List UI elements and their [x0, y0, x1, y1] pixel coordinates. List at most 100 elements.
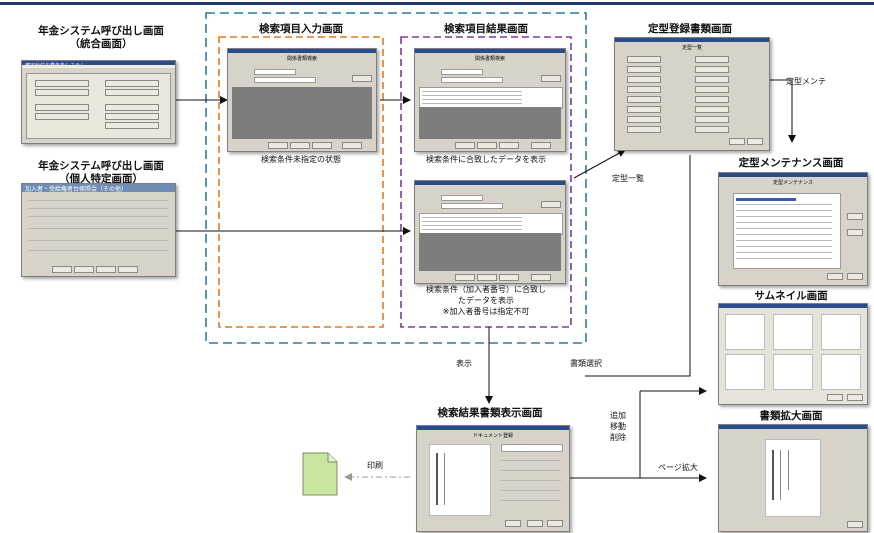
list-row: [736, 234, 832, 235]
result-row: [422, 99, 522, 100]
screen-button: [74, 266, 94, 273]
search-result-shot-2: [414, 180, 566, 284]
screen-button: [499, 142, 519, 149]
menu-button: [35, 113, 89, 120]
search-input-title: 検索項目入力画面: [259, 23, 343, 35]
screen-button: [747, 138, 763, 145]
title-bar: [22, 184, 175, 192]
screen-button: [847, 521, 863, 528]
page-text-line: [788, 450, 789, 490]
individual-title-line1: 年金システム呼び出し画面: [38, 160, 164, 172]
screen-button: [455, 142, 475, 149]
screen-button: [827, 273, 843, 280]
maint-header: 定型メンテナンス: [773, 180, 813, 186]
label-add: 追加: [610, 411, 626, 420]
search-field: [254, 77, 316, 83]
arrow-doc-select: [585, 155, 691, 377]
label-delete: 削除: [610, 433, 626, 442]
template-register-title: 定型登録書類画面: [648, 23, 732, 35]
thumbnail-title: サムネイル画面: [754, 290, 828, 302]
doc-zoom-title: 書類拡大画面: [759, 410, 823, 422]
label-page-zoom: ページ拡大: [658, 463, 698, 472]
arrow-template-to-maint: [768, 79, 796, 143]
field-row: [28, 200, 168, 201]
search-input-shot: 関係書類検索: [227, 48, 377, 152]
printed-document-icon: [302, 452, 338, 496]
search-field: [441, 69, 483, 75]
title-bar: [719, 173, 867, 177]
menu-button: [35, 104, 89, 111]
side-button: [847, 229, 863, 236]
search-result-frame: [400, 36, 572, 328]
menu-button: [35, 89, 89, 96]
template-button: [627, 76, 661, 83]
template-button: [627, 96, 661, 103]
result-row: [422, 217, 522, 218]
individual-screen-title: 年金システム呼び出し画面 （個人特定画面）: [28, 160, 174, 186]
label-move: 移動: [610, 422, 626, 431]
caption-matched: 検索条件に合致したデータを表示: [426, 155, 546, 164]
info-row: [501, 480, 561, 481]
template-button: [695, 116, 729, 123]
results-area: [419, 107, 561, 139]
zoomed-page: [765, 439, 821, 517]
thumbnail-page: [821, 314, 861, 350]
info-row: [501, 490, 561, 491]
integrated-screen-shot: 確定給付企業年金システム: [21, 60, 176, 144]
list-row: [736, 216, 832, 217]
field-row: [28, 228, 168, 229]
screen-button: [847, 273, 863, 280]
arrow-result-to-template: [573, 149, 626, 179]
info-row: [501, 460, 561, 461]
screen-button: [455, 274, 475, 281]
page-text-line: [772, 450, 774, 500]
search-button: [541, 75, 561, 82]
list-row: [736, 258, 832, 259]
template-button: [627, 66, 661, 73]
menu-panel: [26, 73, 171, 139]
list-row: [736, 252, 832, 253]
thumbnail-shot: [718, 303, 868, 405]
caption-unspecified: 検索条件未指定の状態: [261, 155, 341, 164]
template-button: [627, 86, 661, 93]
screen-button: [527, 520, 543, 527]
template-button: [627, 106, 661, 113]
search-result-shot-1: 関係書類検索: [414, 48, 566, 152]
page-text-line: [780, 450, 781, 500]
label-display: 表示: [456, 359, 472, 368]
template-maint-title: 定型メンテナンス画面: [738, 157, 844, 169]
result-row: [422, 95, 522, 96]
screen-button: [531, 274, 551, 281]
page-text-line: [436, 453, 438, 505]
search-group-frame: [205, 12, 587, 344]
list-row: [736, 204, 832, 205]
document-preview: [429, 444, 491, 516]
list-row: [736, 246, 832, 247]
template-button: [695, 76, 729, 83]
label-print: 印刷: [367, 461, 383, 470]
search-input-frame: [218, 36, 384, 328]
template-button: [627, 56, 661, 63]
title-bar: [415, 181, 565, 185]
menu-bar: [22, 65, 175, 68]
search-field: [254, 69, 296, 75]
template-button: [695, 96, 729, 103]
screen-button: [531, 142, 551, 149]
results-area: [419, 233, 561, 271]
screen-button: [847, 394, 863, 401]
thumbnail-page: [821, 354, 861, 390]
menu-button: [105, 113, 159, 120]
screen-button: [96, 266, 116, 273]
result-row: [422, 221, 522, 222]
top-rule: [0, 2, 874, 5]
screen-button: [342, 142, 362, 149]
menu-button: [105, 104, 159, 111]
title-bar: [615, 38, 769, 42]
title-bar: [22, 61, 175, 65]
screen-button: [52, 266, 72, 273]
template-maint-shot: 定型メンテナンス: [718, 172, 868, 286]
title-bar: [719, 304, 867, 308]
template-button: [695, 56, 729, 63]
search-result-header: 関係書類検索: [474, 56, 505, 62]
screen-button: [118, 266, 138, 273]
